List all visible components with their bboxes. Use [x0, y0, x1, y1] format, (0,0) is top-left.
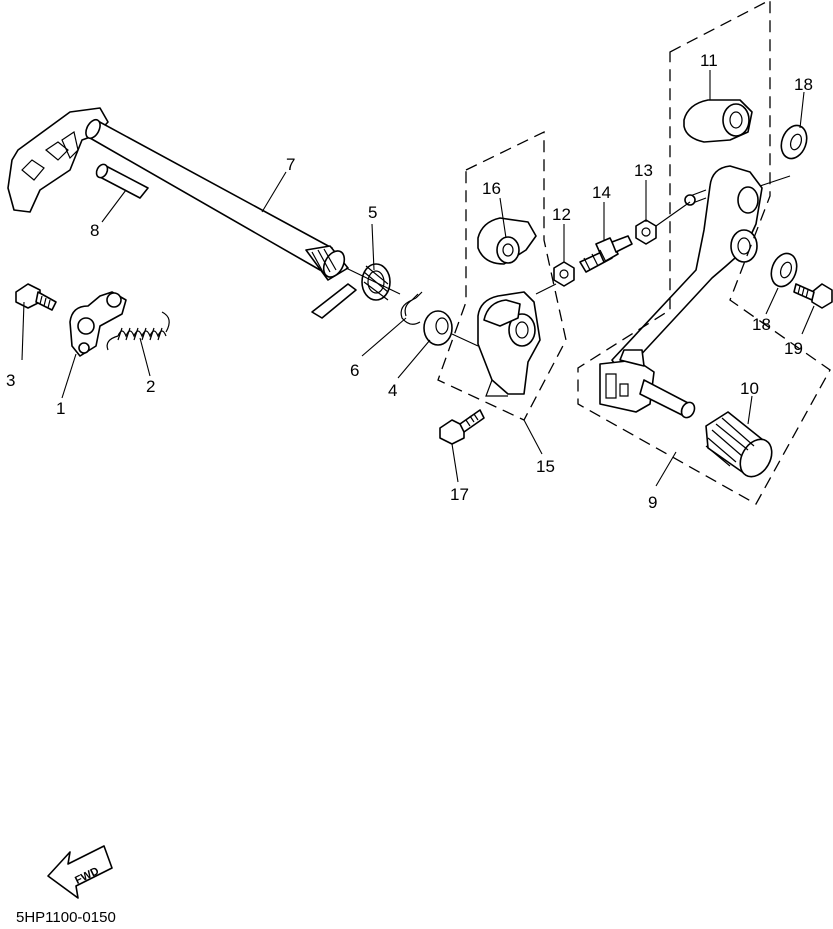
adjuster-rod — [579, 235, 633, 273]
callout-leaders — [21, 70, 815, 487]
callout-17: 17 — [450, 485, 469, 504]
shift-pedal — [599, 165, 763, 419]
joint-cap — [477, 217, 537, 265]
pedal-rubber — [705, 411, 773, 478]
callout-9: 9 — [648, 493, 657, 512]
callout-6: 6 — [350, 361, 359, 380]
assembly-15-boundary — [437, 130, 567, 421]
callout-18-upper: 18 — [794, 75, 813, 94]
callout-8: 8 — [90, 221, 99, 240]
callout-18-lower: 18 — [752, 315, 771, 334]
callout-16: 16 — [482, 179, 501, 198]
callout-13: 13 — [634, 161, 653, 180]
bolt-19 — [793, 283, 833, 309]
circlip — [400, 291, 423, 325]
stopper-lever — [69, 291, 127, 357]
callout-3: 3 — [6, 371, 15, 390]
callout-10: 10 — [740, 379, 759, 398]
dowel-pin — [95, 163, 149, 199]
callout-12: 12 — [552, 205, 571, 224]
callout-7: 7 — [286, 155, 295, 174]
washer-4 — [423, 310, 453, 346]
callout-19: 19 — [784, 339, 803, 358]
shift-shaft — [7, 107, 349, 281]
nut-13 — [635, 219, 657, 245]
rod-joint — [477, 291, 541, 397]
torsion-spring — [106, 311, 170, 351]
joint-cap-11 — [683, 99, 753, 143]
callout-4: 4 — [388, 381, 397, 400]
assembly-9-boundary — [577, 0, 831, 505]
bolt-3 — [15, 283, 57, 311]
callout-labels: 1 2 3 4 5 6 7 8 9 10 11 12 13 14 15 16 1… — [6, 51, 813, 512]
nut-12 — [553, 261, 575, 287]
center-lines — [345, 175, 791, 347]
callout-14: 14 — [592, 183, 611, 202]
drawing-code: 5HP1100-0150 — [16, 909, 116, 924]
callout-15: 15 — [536, 457, 555, 476]
fwd-arrow-icon: FWD — [47, 845, 113, 899]
callout-1: 1 — [56, 399, 65, 418]
callout-5: 5 — [368, 203, 377, 222]
bolt-17 — [439, 409, 485, 445]
washer-18-upper — [780, 124, 808, 160]
washer-18-lower — [770, 252, 798, 288]
callout-2: 2 — [146, 377, 155, 396]
callout-11: 11 — [700, 51, 718, 70]
